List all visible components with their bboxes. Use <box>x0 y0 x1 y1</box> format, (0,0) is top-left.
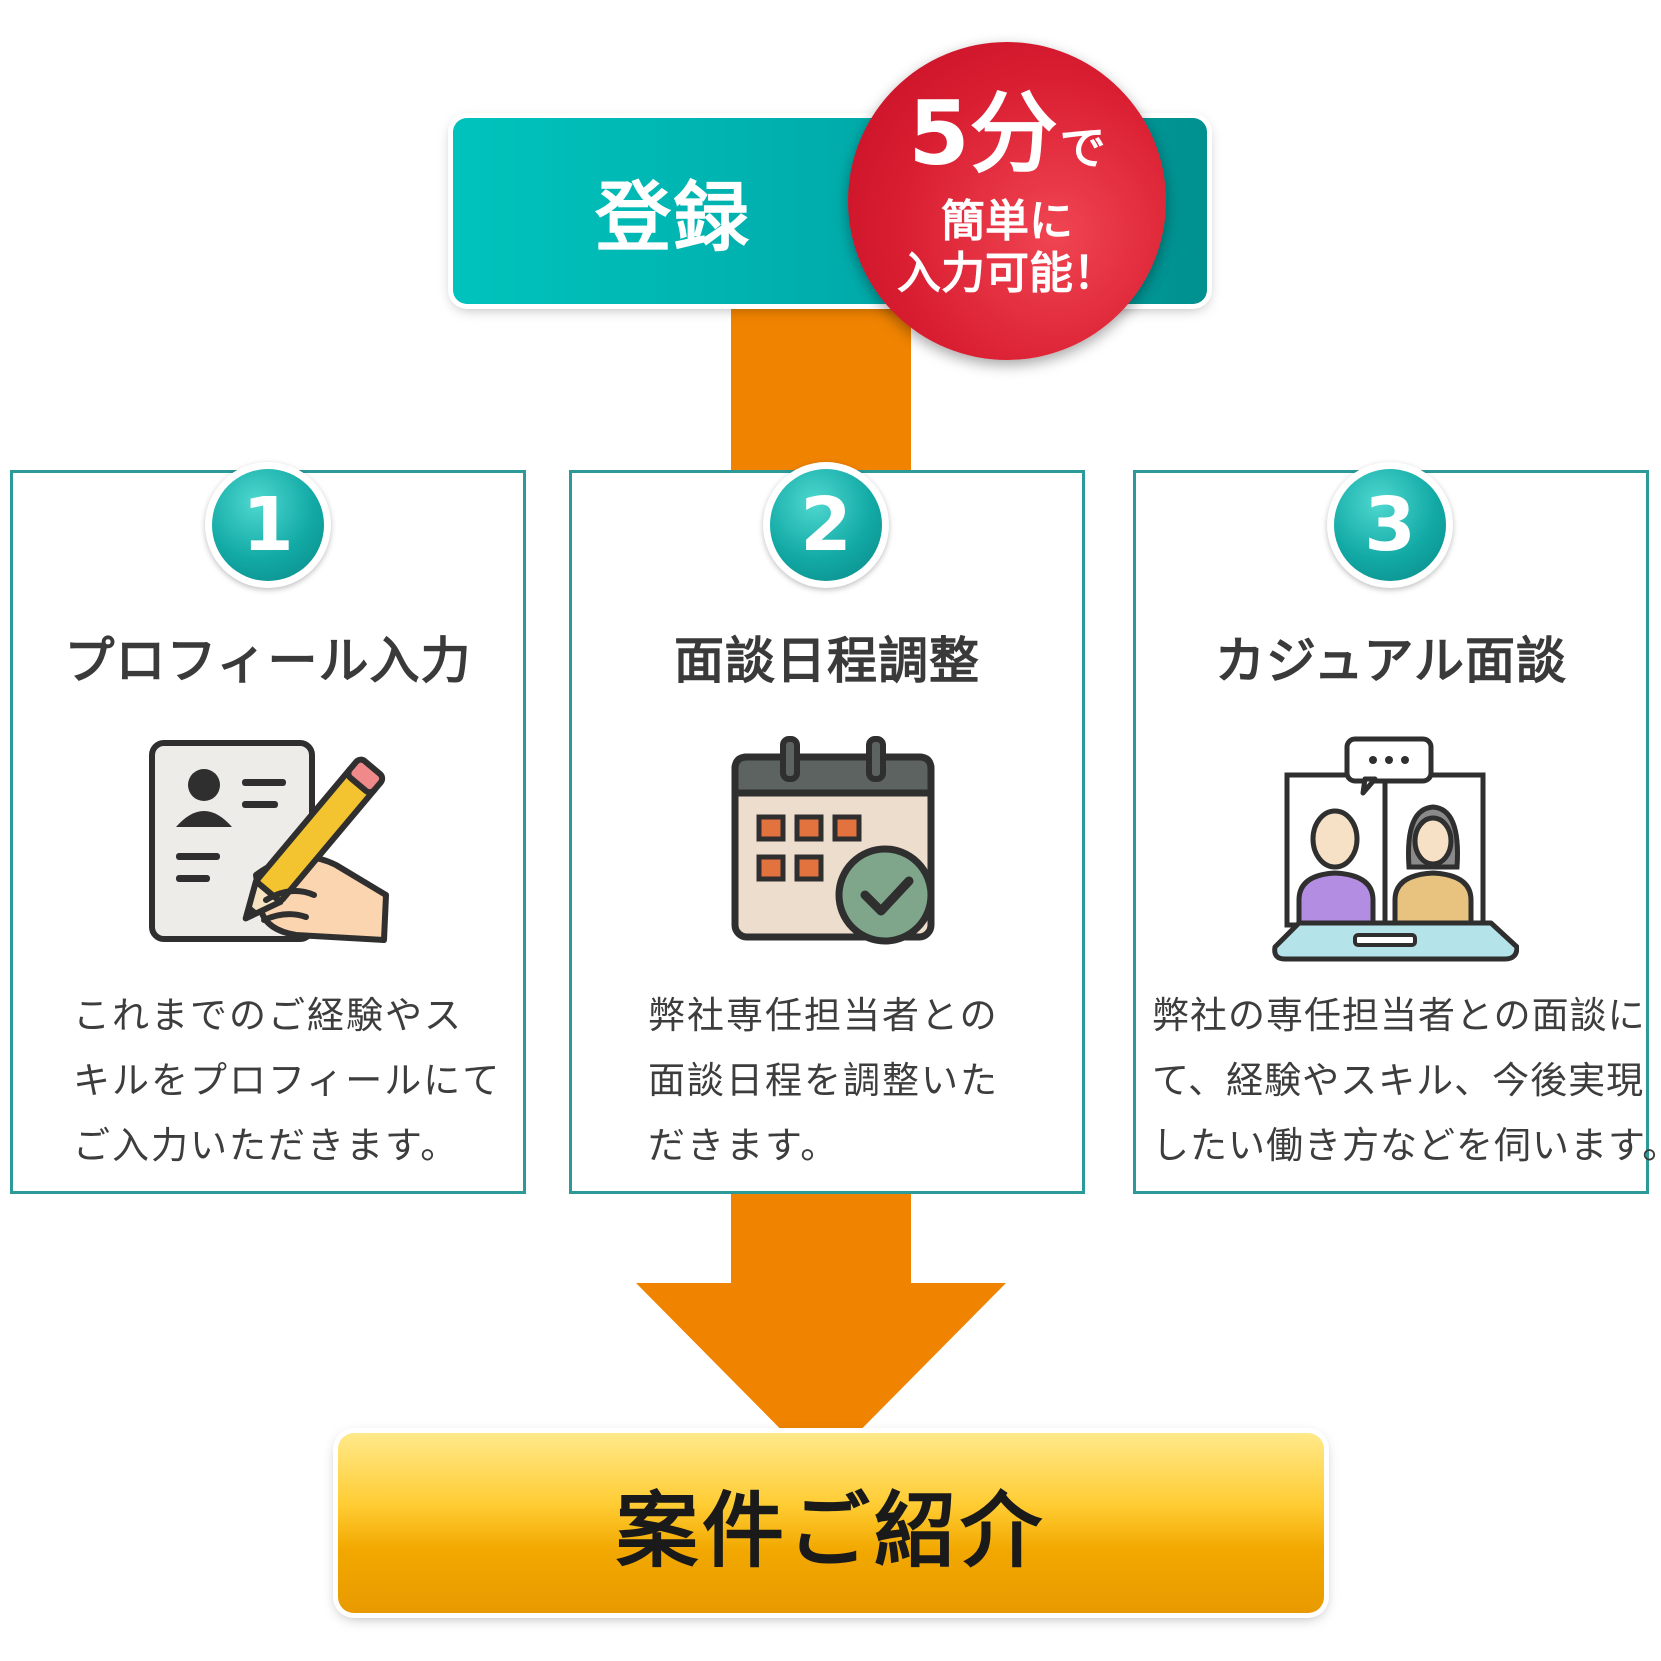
step-number-badge: 2 <box>763 462 889 588</box>
badge-headline: 5分 で <box>848 90 1166 178</box>
badge-text-line-3: 入力可能！ <box>897 248 1117 299</box>
profile-writing-icon <box>149 740 389 943</box>
step-number-badge: 3 <box>1327 462 1453 588</box>
step-number: 2 <box>770 469 882 581</box>
step-card-schedule: 面談日程調整 弊社専任担当者との 面談日程を調整いた だきます。 <box>569 470 1085 1194</box>
step-number: 1 <box>212 469 324 581</box>
badge-text-line-2: 簡単に <box>941 196 1073 247</box>
step-number-badge: 1 <box>205 462 331 588</box>
step-card-profile: プロフィール入力 これまでのご経験やス キルをプロフィールにて ご入力いただきま… <box>10 470 526 1194</box>
step-title: カジュアル面談 <box>1215 632 1567 690</box>
badge-minutes: 5分 <box>908 82 1058 185</box>
down-arrow-icon <box>636 1283 1006 1470</box>
step-description: これまでのご経験やス キルをプロフィールにて ご入力いただきます。 <box>73 994 502 1167</box>
video-meeting-icon <box>1272 736 1519 962</box>
step-number: 3 <box>1334 469 1446 581</box>
calendar-check-icon <box>731 736 935 945</box>
step-description: 弊社の専任担当者との面談に て、経験やスキル、今後実現 したい働き方などを伺いま… <box>1152 994 1661 1167</box>
step-title: 面談日程調整 <box>674 632 980 690</box>
five-minutes-badge: 5分 で 簡単に 入力可能！ <box>848 42 1166 360</box>
badge-particle: で <box>1059 121 1106 175</box>
job-introduction-button[interactable]: 案件ご紹介 <box>338 1433 1324 1613</box>
step-card-casual-meeting: カジュアル面談 弊社の専任担当者との面談に て、経験やスキル、今後実現 したい働… <box>1133 470 1661 1194</box>
register-label: 登録 <box>595 173 751 262</box>
step-description: 弊社専任担当者との 面談日程を調整いた だきます。 <box>648 994 999 1167</box>
step-title: プロフィール入力 <box>64 632 472 690</box>
